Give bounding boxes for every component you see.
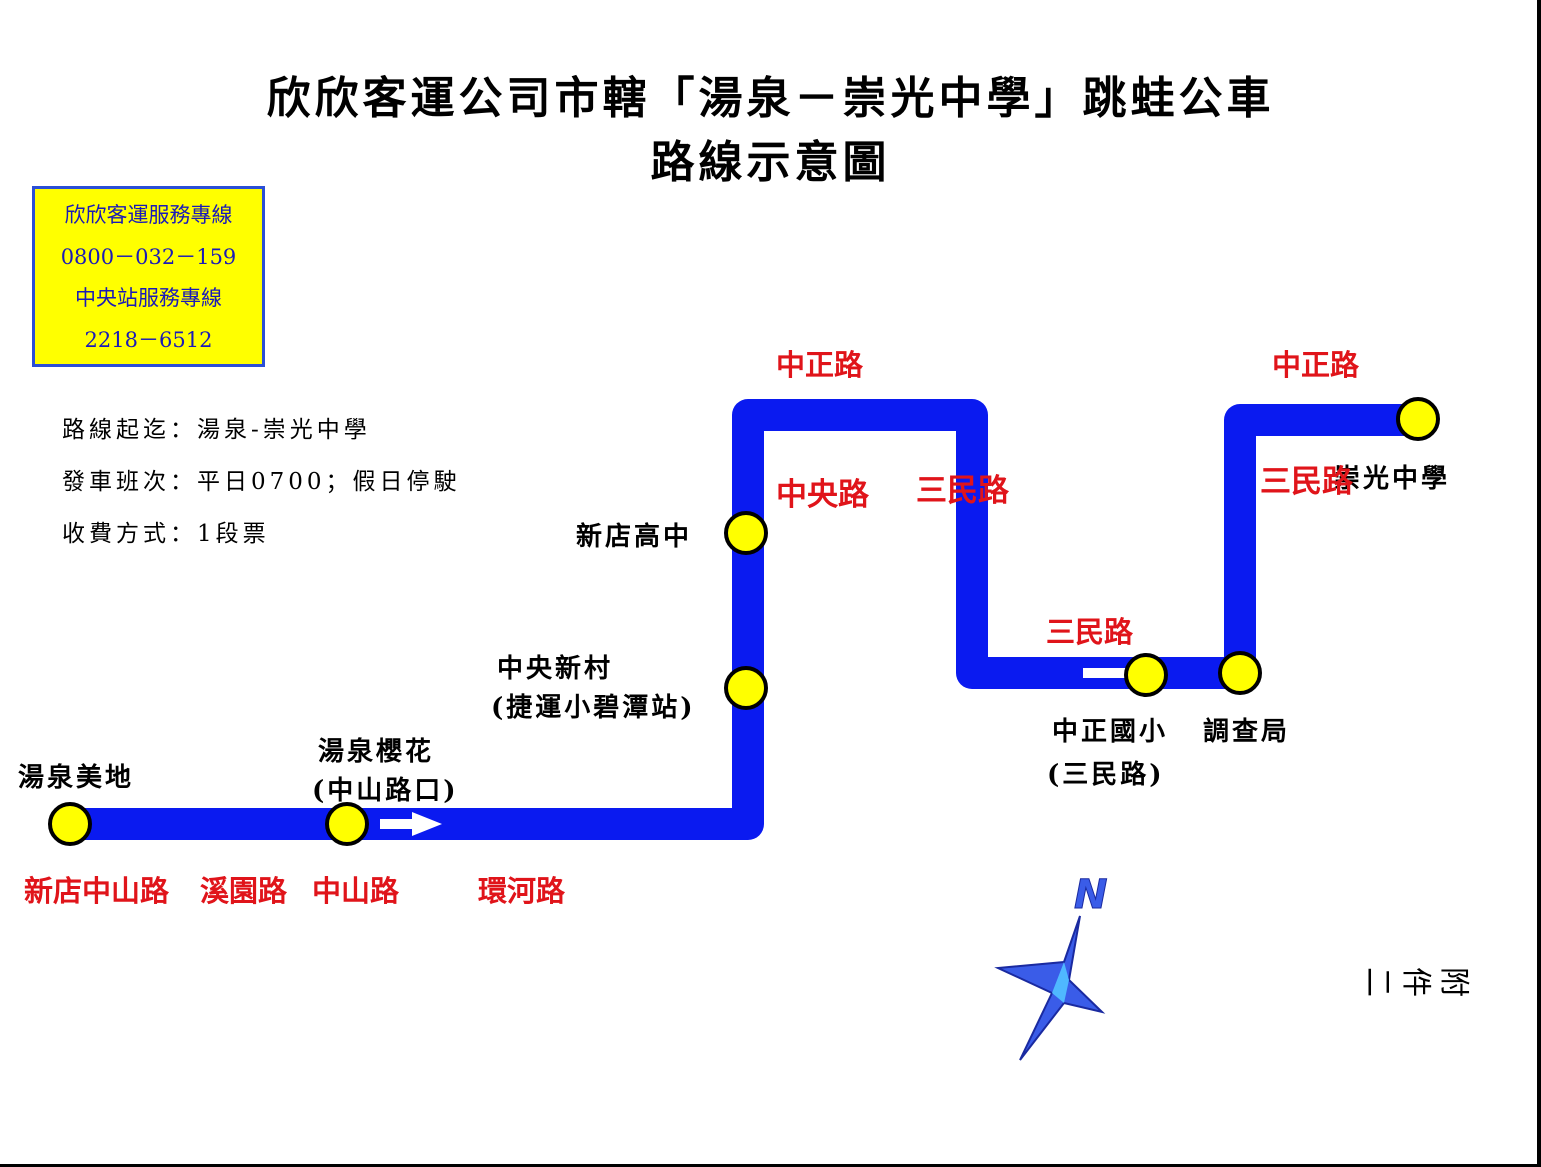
stop-label-zhongzheng-elem-sub: (三民路) [1047,760,1165,790]
stop-label-zhongyang-village-sub: (捷運小碧潭站) [491,693,696,723]
road-label-xiyuan: 溪園路 [200,874,288,908]
hotline-number-2: 2218－6512 [84,328,213,353]
stop-label-tangquan-sakura-sub: (中山路口) [312,776,459,806]
stop-label-zhongyang-village: 中央新村 [497,654,614,684]
road-label-zhongyang: 中央路 [776,477,869,513]
stop-marker-tangquan-meidi [48,802,92,846]
route-fare: 收費方式：1段票 [62,521,270,547]
road-label-sanmin-horizontal: 三民路 [1046,615,1134,649]
stop-label-xindian-high: 新店高中 [576,522,693,552]
road-label-sanmin-vertical-1: 三民路 [916,473,1009,509]
road-label-zhongzheng-1: 中正路 [776,348,864,382]
road-label-huanhe: 環河路 [478,874,566,908]
stop-label-tangquan-sakura: 湯泉櫻花 [318,737,435,767]
stop-label-investigation-bureau: 調查局 [1203,717,1291,747]
service-hotline-box: 欣欣客運服務專線 0800－032－159 中央站服務專線 2218－6512 [32,186,265,367]
stop-marker-investigation-bureau [1218,651,1262,695]
stop-marker-zhongzheng-elem [1124,653,1168,697]
stop-marker-tangquan-sakura [325,802,369,846]
road-label-zhongzheng-2: 中正路 [1272,348,1360,382]
road-label-zhongshan: 中山路 [312,874,400,908]
compass-north-label: N [1074,872,1107,918]
route-endpoints: 路線起迄：湯泉-崇光中學 [62,417,371,443]
hotline-label-1: 欣欣客運服務專線 [64,202,233,227]
map-subtitle: 路線示意圖 [650,137,891,188]
stop-marker-chongguang-high [1396,397,1440,441]
attachment-label: 附件二 [1360,967,1471,997]
hotline-number-1: 0800－032－159 [60,244,237,269]
stop-label-tangquan-meidi: 湯泉美地 [18,763,135,793]
direction-arrow-sanmin [1083,668,1127,678]
hotline-label-2: 中央站服務專線 [75,286,222,311]
compass-icon: N [994,872,1108,1061]
stop-marker-zhongyang-village [724,666,768,710]
map-title: 欣欣客運公司市轄「湯泉－崇光中學」跳蛙公車 [266,73,1275,124]
route-schedule: 發車班次：平日0700；假日停駛 [62,469,461,495]
stop-marker-xindian-high [724,511,768,555]
road-label-xindian-zhongshan: 新店中山路 [24,874,170,908]
stop-label-chongguang-high: 崇光中學 [1334,464,1451,494]
road-label-sanmin-vertical-2: 三民路 [1260,464,1353,500]
route-line [70,399,1420,840]
stop-label-zhongzheng-elem: 中正國小 [1052,717,1169,747]
direction-arrow-east [380,812,442,836]
